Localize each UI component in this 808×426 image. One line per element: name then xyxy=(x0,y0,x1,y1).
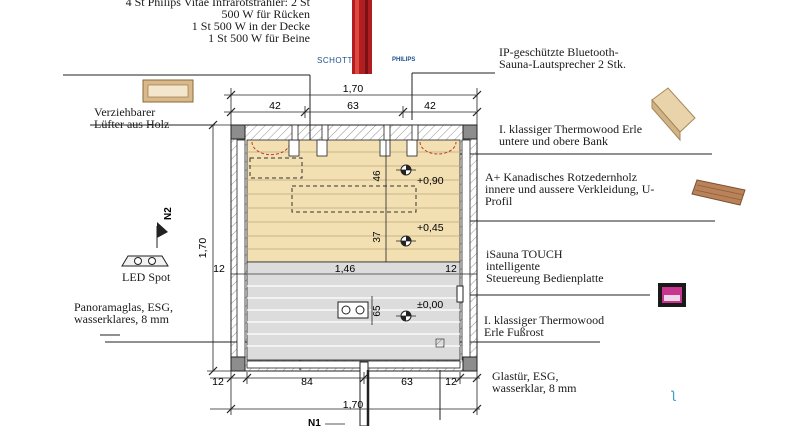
dashed-heater-zone xyxy=(291,185,417,213)
fan-wood-icon xyxy=(142,79,194,103)
dim-left-height: 1,70 xyxy=(197,238,209,259)
dim-top-left: 42 xyxy=(269,100,281,112)
philips-logo: PHILIPS xyxy=(392,57,416,63)
right-glass-wall xyxy=(461,139,471,361)
dim-bot-left-small: 12 xyxy=(212,376,224,388)
door-glass-label: Glastür, ESG, wasserklar, 8 mm xyxy=(492,369,577,395)
dim-side-left: 12 xyxy=(213,263,225,275)
fan-label: Verziehbarer Lüfter aus Holz xyxy=(94,105,170,131)
infrared-heater-image xyxy=(352,0,372,74)
level-marker-floor xyxy=(396,310,416,322)
drain-marker xyxy=(435,338,445,348)
dim-bot-right-small: 12 xyxy=(445,376,457,388)
dim-bench-upper: 46 xyxy=(372,170,383,182)
control-panel-label: iSauna TOUCH intelligente Steuereung Bed… xyxy=(486,247,604,285)
corner-post-bl xyxy=(230,356,246,372)
dim-inner-width: 1,46 xyxy=(335,263,356,275)
dim-bot-mid: 63 xyxy=(401,376,413,388)
dim-top-right: 42 xyxy=(424,100,436,112)
dim-bench-lower: 37 xyxy=(372,231,383,243)
dim-bot-left: 84 xyxy=(301,376,313,388)
dim-top-mid: 63 xyxy=(347,100,359,112)
bottom-glass-wall xyxy=(246,360,461,369)
door-opening xyxy=(359,361,370,426)
infrared-heater-label: 4 St Philips Vitae Infrarotstrahler: 2 S… xyxy=(125,0,310,45)
left-glass-wall xyxy=(236,139,246,361)
corner-post-br xyxy=(462,356,478,372)
level-upper-text: +0,90 xyxy=(417,175,444,187)
level-marker-upper xyxy=(396,164,416,176)
bench-plank-icon xyxy=(651,87,696,142)
cladding-plank-icon xyxy=(691,179,746,206)
bench-area xyxy=(246,139,461,263)
bench-wood-label: I. klassiger Thermowood Erle untere und … xyxy=(499,122,643,148)
corner-post-tr xyxy=(462,124,478,140)
panorama-glass-label: Panoramaglas, ESG, wasserklares, 8 mm xyxy=(74,300,173,326)
control-panel-icon xyxy=(658,283,686,307)
floor-grate-label: I. klassiger Thermowood Erle Fußrost xyxy=(484,313,605,339)
level-marker-middle xyxy=(396,235,416,247)
depth-dim-lines xyxy=(371,140,387,325)
dim-floor-depth: 65 xyxy=(372,305,383,317)
heater-arc-left xyxy=(251,141,291,156)
control-panel-marker xyxy=(456,285,464,303)
dimension-ticks xyxy=(208,90,482,414)
speaker-label: IP-geschützte Bluetooth- Sauna-Lautsprec… xyxy=(499,45,626,71)
led-spot-plan xyxy=(337,301,369,319)
corner-post-tl xyxy=(230,124,246,140)
north-n2-label: N2 xyxy=(163,207,174,220)
speaker-boxes xyxy=(288,124,419,157)
heater-arc-right xyxy=(419,141,457,155)
cladding-label: A+ Kanadisches Rotzedernholz innere und … xyxy=(485,170,655,208)
led-spot-label: LED Spot xyxy=(122,270,171,284)
dashed-fan-zone xyxy=(249,157,303,179)
dim-top-total: 1,70 xyxy=(343,83,364,95)
north-n2-marker: N2 xyxy=(156,207,174,248)
level-floor-text: ±0,00 xyxy=(417,299,443,311)
level-middle-text: +0,45 xyxy=(417,222,444,234)
schott-logo: SCHOTT xyxy=(317,56,353,65)
led-spot-icon xyxy=(121,255,169,267)
dim-side-right: 12 xyxy=(445,263,457,275)
dim-bot-total: 1,70 xyxy=(343,399,364,411)
cyan-mark: ʅ xyxy=(671,385,676,401)
north-n1-label: N1 xyxy=(308,418,321,426)
